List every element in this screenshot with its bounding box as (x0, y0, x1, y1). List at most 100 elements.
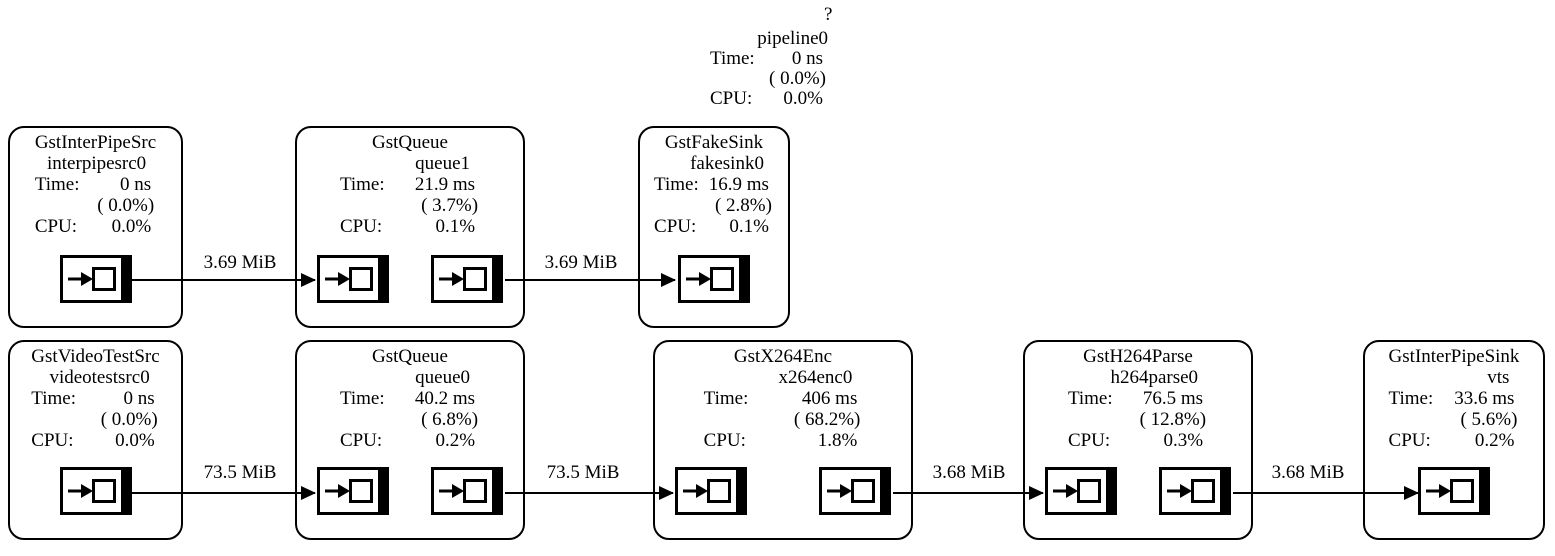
element-class: GstQueue (372, 346, 448, 367)
time-label: Time: (710, 48, 755, 69)
time-value: 40.2 ms (414, 388, 476, 409)
element-box-fakesink0: GstFakeSink fakesink0 Time: 16.9 ms ( 2.… (638, 126, 790, 328)
element-stats: GstInterPipeSink vts Time: 33.6 ms ( 5.6… (1389, 346, 1520, 451)
time-percent: ( 0.0%) (97, 195, 155, 216)
element-class: GstFakeSink (664, 132, 764, 153)
time-row: Time: 40.2 ms (340, 388, 480, 409)
edge-x264enc0-h264parse0 (893, 486, 1044, 500)
src-pad-icon (59, 467, 132, 515)
time-row: Time: 16.9 ms (654, 174, 774, 195)
time-pct-row: ( 68.2%) (704, 409, 863, 430)
cpu-row: CPU: 0.0% (35, 216, 156, 237)
pipeline-name: pipeline0 (757, 28, 828, 49)
pads-row (675, 467, 891, 515)
edge-label: 3.68 MiB (1271, 462, 1345, 483)
element-name: videotestsrc0 (49, 367, 150, 388)
pipeline-time-pct-row: ( 0.0%) (710, 69, 828, 89)
time-label: Time: (31, 388, 77, 409)
pads-row (317, 467, 503, 515)
cpu-value: 0.1% (435, 216, 476, 237)
cpu-label: CPU: (34, 216, 78, 237)
src-pad-icon (431, 255, 503, 303)
time-pct-row: ( 3.7%) (340, 195, 480, 216)
time-row: Time: 21.9 ms (340, 174, 480, 195)
element-class: GstVideoTestSrc (31, 346, 160, 367)
edge-queue0-x264enc0 (505, 486, 674, 500)
cpu-value: 0.1% (729, 216, 769, 237)
src-pad-icon (1159, 467, 1231, 515)
element-box-videotestsrc0: GstVideoTestSrc videotestsrc0 Time: 0 ns… (8, 340, 183, 540)
element-box-vts: GstInterPipeSink vts Time: 33.6 ms ( 5.6… (1363, 340, 1545, 540)
element-stats: GstQueue queue0 Time: 40.2 ms ( 6.8%) CP… (340, 346, 480, 451)
time-value: 0 ns (791, 48, 823, 69)
cpu-value: 1.8% (817, 430, 858, 451)
cpu-row: CPU: 1.8% (704, 430, 863, 451)
pipeline-stats: pipeline0 Time: 0 ns ( 0.0%) CPU: 0.0% (710, 29, 828, 109)
time-label: Time: (654, 174, 699, 195)
time-label: Time: (1388, 388, 1434, 409)
cpu-row: CPU: 0.3% (1068, 430, 1208, 451)
time-value: 406 ms (801, 388, 858, 409)
time-value: 33.6 ms (1454, 388, 1515, 409)
time-pct-row: ( 6.8%) (340, 409, 480, 430)
cpu-row: CPU: 0.1% (654, 216, 774, 237)
cpu-label: CPU: (339, 216, 383, 237)
sink-pad-icon (678, 255, 750, 303)
time-pct-row: ( 5.6%) (1389, 409, 1520, 430)
element-class: GstInterPipeSrc (34, 132, 157, 153)
element-name: h264parse0 (1110, 367, 1199, 388)
edge-label: 3.69 MiB (544, 252, 618, 273)
pads-row (1385, 467, 1523, 515)
time-percent: ( 0.0%) (769, 68, 826, 89)
element-name: x264enc0 (778, 367, 853, 388)
pads-row (30, 467, 161, 515)
edge-interpipesrc0-queue1 (131, 273, 316, 287)
src-pad-icon (431, 467, 503, 515)
pipeline-time-row: Time: 0 ns (710, 49, 828, 69)
cpu-label: CPU: (339, 430, 383, 451)
arrowhead-icon (301, 273, 316, 287)
sink-pad-icon (317, 467, 389, 515)
cpu-value: 0.0% (783, 88, 823, 109)
time-pct-row: ( 0.0%) (31, 409, 159, 430)
time-label: Time: (339, 174, 385, 195)
arrowhead-icon (1029, 486, 1044, 500)
cpu-value: 0.2% (435, 430, 476, 451)
pipeline-cpu-row: CPU: 0.0% (710, 89, 828, 109)
time-value: 16.9 ms (708, 174, 769, 195)
sink-pad-icon (675, 467, 747, 515)
time-value: 0 ns (120, 174, 152, 195)
element-box-queue0: GstQueue queue0 Time: 40.2 ms ( 6.8%) CP… (295, 340, 525, 540)
time-pct-row: ( 2.8%) (654, 195, 774, 216)
src-pad-icon (59, 255, 132, 303)
time-value: 76.5 ms (1142, 388, 1204, 409)
edge-label: 73.5 MiB (203, 462, 277, 483)
element-class: GstInterPipeSink (1388, 346, 1520, 367)
pads-row (1045, 467, 1231, 515)
element-stats: GstH264Parse h264parse0 Time: 76.5 ms ( … (1068, 346, 1208, 451)
cpu-value: 0.0% (115, 430, 155, 451)
edge-label: 3.69 MiB (203, 252, 277, 273)
edge-videotestsrc0-queue0 (131, 486, 316, 500)
time-percent: ( 3.7%) (421, 195, 479, 216)
element-name: queue0 (415, 367, 471, 388)
time-pct-row: ( 12.8%) (1068, 409, 1208, 430)
cpu-row: CPU: 0.2% (1389, 430, 1520, 451)
cpu-row: CPU: 0.0% (31, 430, 159, 451)
time-percent: ( 2.8%) (714, 195, 772, 216)
cpu-row: CPU: 0.2% (340, 430, 480, 451)
arrowhead-icon (659, 486, 674, 500)
sink-pad-icon (317, 255, 389, 303)
element-stats: GstFakeSink fakesink0 Time: 16.9 ms ( 2.… (654, 132, 774, 237)
edge-label: 73.5 MiB (546, 462, 620, 483)
element-box-interpipesrc0: GstInterPipeSrc interpipesrc0 Time: 0 ns… (8, 126, 183, 328)
element-box-x264enc0: GstX264Enc x264enc0 Time: 406 ms ( 68.2%… (653, 340, 913, 540)
element-box-h264parse0: GstH264Parse h264parse0 Time: 76.5 ms ( … (1023, 340, 1253, 540)
element-name: vts (1487, 367, 1510, 388)
cpu-value: 0.2% (1474, 430, 1515, 451)
arrowhead-icon (661, 273, 676, 287)
time-percent: ( 12.8%) (1139, 409, 1207, 430)
cpu-label: CPU: (31, 430, 74, 451)
time-percent: ( 6.8%) (421, 409, 479, 430)
